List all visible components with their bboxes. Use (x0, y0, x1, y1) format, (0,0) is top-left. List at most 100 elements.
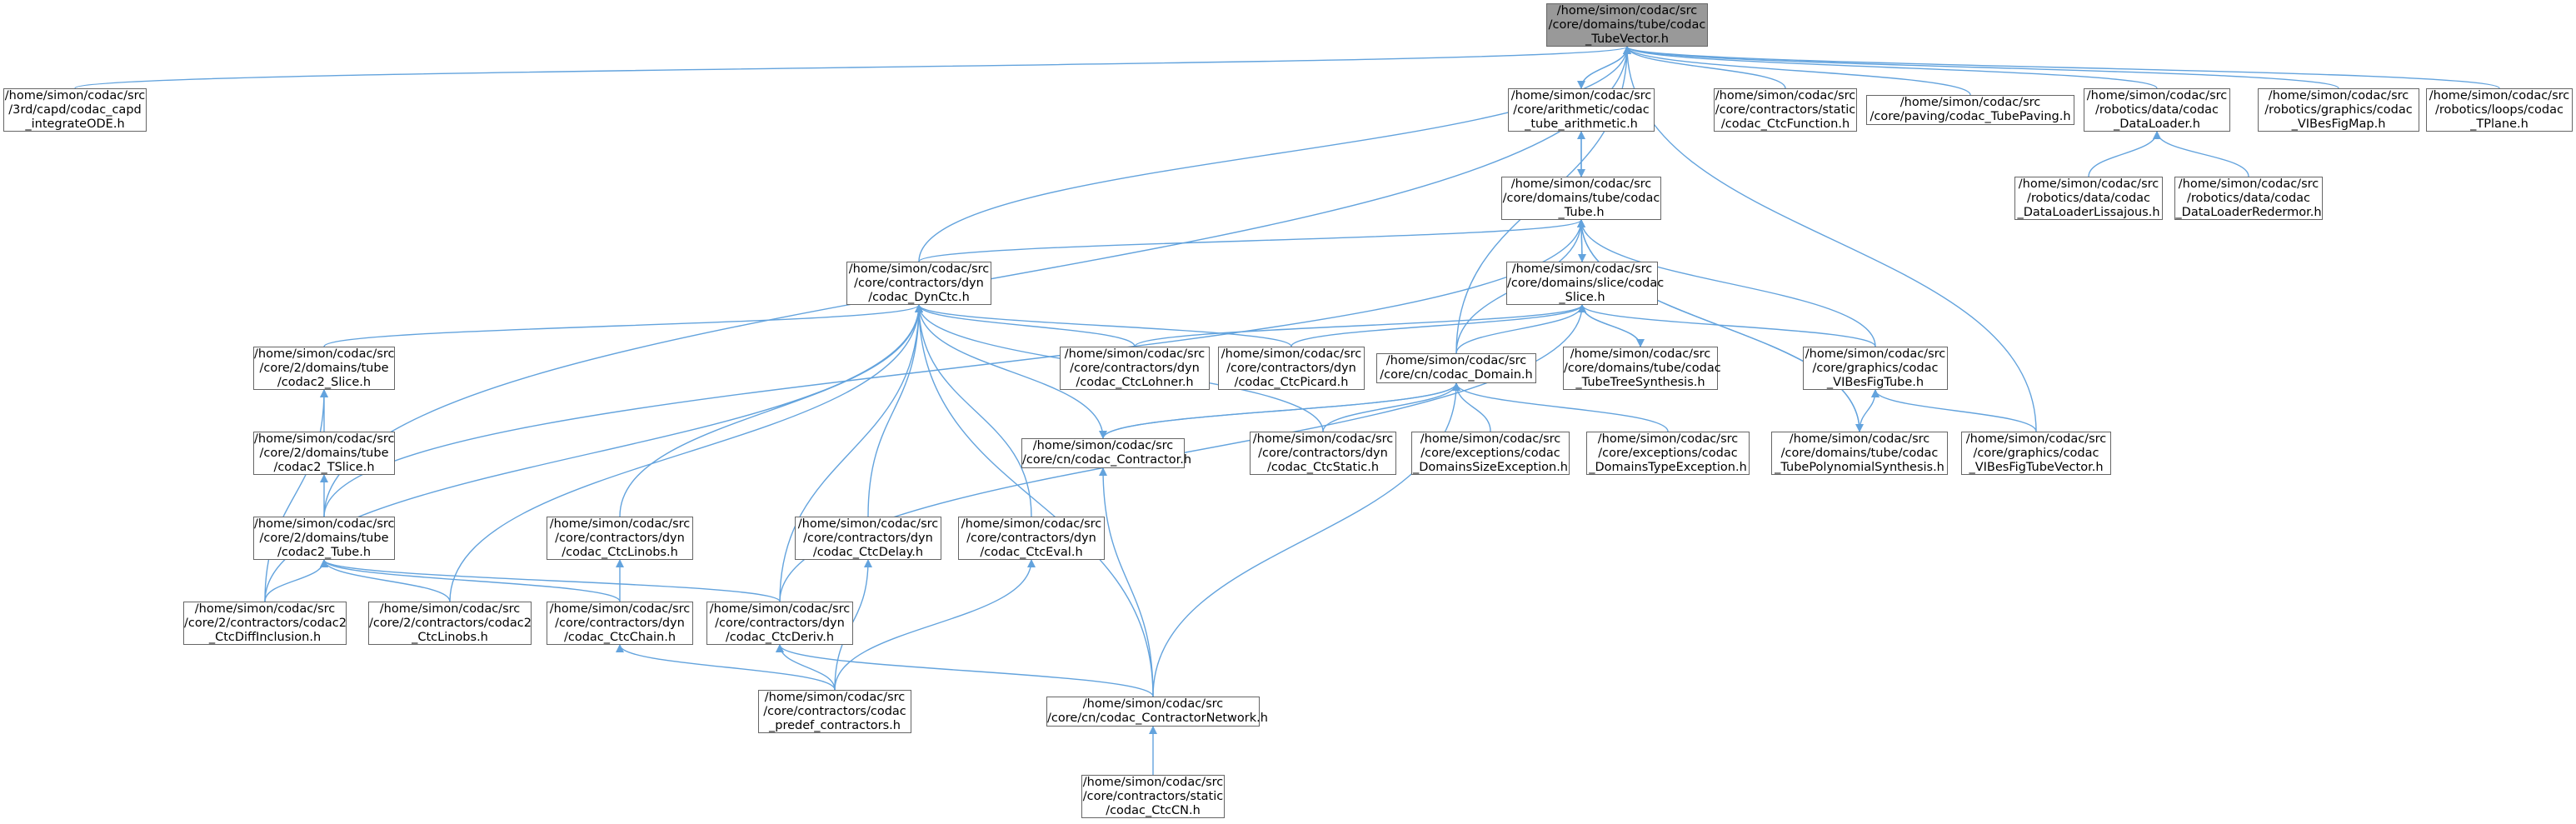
node-ctclohner-header[interactable]: /home/simon/codac/src /core/contractors/… (1060, 347, 1210, 390)
node-line-3: _Slice.h (1559, 290, 1605, 304)
node-line-3: _DomainsTypeException.h (1589, 460, 1747, 474)
node-line-2: /core/contractors/dyn (803, 531, 933, 545)
node-line-1: /home/simon/codac/src (1965, 432, 2107, 446)
node-line-1: /home/simon/codac/src (1570, 347, 1711, 361)
edge-ctcdelay-to-dynctc (867, 304, 923, 517)
edge-tubepaving-to-tubevector (1623, 46, 1971, 96)
edge-polysynth-to-vibesfigtube (1859, 389, 1880, 432)
node-line-1: /home/simon/codac/src (1597, 432, 1739, 446)
node-codac2-slice-header[interactable]: /home/simon/codac/src /core/2/domains/tu… (253, 347, 395, 390)
node-line-3: _VIBesFigTube.h (1826, 375, 1925, 389)
node-domain-header[interactable]: /home/simon/codac/src /core/cn/codac_Dom… (1376, 353, 1536, 383)
node-line-1: /home/simon/codac/src (1511, 262, 1653, 276)
edge-ctcpicard-to-slice (1290, 304, 1586, 347)
node-slice-header[interactable]: /home/simon/codac/src /core/domains/slic… (1506, 262, 1664, 305)
node-line-1: /home/simon/codac/src (961, 517, 1102, 531)
node-c2linobs-header[interactable]: /home/simon/codac/src /core/2/contractor… (368, 602, 532, 645)
node-typeexc-header[interactable]: /home/simon/codac/src /core/exceptions/c… (1586, 432, 1750, 475)
node-ctceval-header[interactable]: /home/simon/codac/src /core/contractors/… (958, 517, 1105, 560)
node-line-3: _CtcDiffInclusion.h (208, 630, 322, 644)
edge-vibesfigtube-to-tube (1577, 219, 1876, 347)
node-line-2: /robotics/data/codac (2094, 102, 2219, 117)
edge-vibesfigmap-to-tubevector (1623, 46, 2339, 89)
node-line-2: /core/2/contractors/codac2 (369, 616, 532, 630)
node-dynctc-header[interactable]: /home/simon/codac/src /core/contractors/… (846, 262, 991, 305)
node-ctcfunction-header[interactable]: /home/simon/codac/src /core/contractors/… (1714, 88, 1857, 132)
edge-vibesfigtube-to-slice (1578, 304, 1876, 347)
node-treesynth-header[interactable]: /home/simon/codac/src /core/domains/tube… (1563, 347, 1721, 390)
node-vibesfigtube-header[interactable]: /home/simon/codac/src /core/graphics/cod… (1803, 347, 1948, 390)
node-line-1: /home/simon/codac/src (549, 517, 691, 531)
node-codac2-tube-header[interactable]: /home/simon/codac/src /core/2/domains/tu… (253, 517, 395, 560)
edge-tplane-to-tubevector (1623, 46, 2500, 89)
node-redermor-header[interactable]: /home/simon/codac/src /robotics/data/cod… (2174, 177, 2323, 220)
node-line-2: /core/2/domains/tube (259, 531, 389, 545)
node-line-1: /home/simon/codac/src (764, 690, 906, 704)
node-line-3: /codac2_Tube.h (277, 545, 372, 559)
edge-c2linobs-to-codac2_tube (320, 559, 451, 602)
node-line-3: _TubeVector.h (1585, 32, 1669, 46)
node-line-2: /core/domains/tube/codac (1564, 361, 1721, 375)
node-line-2: /core/contractors/dyn (1226, 361, 1356, 375)
node-integrateode-header[interactable]: /home/simon/codac/src /3rd/capd/codac_ca… (3, 88, 147, 132)
node-ctclinobs-header[interactable]: /home/simon/codac/src /core/contractors/… (547, 517, 693, 560)
node-line-1: /home/simon/codac/src (1420, 432, 1561, 446)
node-line-3: /codac_CtcDeriv.h (725, 630, 835, 644)
edge-ctclohner-to-dynctc (915, 304, 1136, 347)
edge-domain-to-contractor (1099, 382, 1457, 439)
node-line-1: /home/simon/codac/src (1064, 347, 1206, 361)
node-ctcchain-header[interactable]: /home/simon/codac/src /core/contractors/… (547, 602, 693, 645)
node-line-2: /core/2/contractors/codac2 (184, 616, 347, 630)
edge-domain-to-slice (1455, 304, 1586, 354)
edge-contractor-to-dynctc (915, 304, 1104, 439)
node-predef-header[interactable]: /home/simon/codac/src /core/contractors/… (758, 690, 911, 733)
edge-ctclinobs-to-dynctc (619, 304, 923, 517)
node-dataloader-header[interactable]: /home/simon/codac/src /robotics/data/cod… (2084, 88, 2230, 132)
node-line-1: /home/simon/codac/src (2018, 177, 2159, 191)
node-line-2: /core/contractors/codac (763, 704, 906, 718)
node-ctccn-header[interactable]: /home/simon/codac/src /core/contractors/… (1081, 775, 1225, 818)
edge-ctcfunction-to-tubevector (1623, 46, 1786, 89)
node-sizeexc-header[interactable]: /home/simon/codac/src /core/exceptions/c… (1411, 432, 1570, 475)
node-line-2: /robotics/data/codac (2186, 191, 2311, 205)
node-ctcderiv-header[interactable]: /home/simon/codac/src /core/contractors/… (706, 602, 853, 645)
node-line-3: /codac_CtcCN.h (1106, 803, 1201, 817)
node-contractor-header[interactable]: /home/simon/codac/src /core/cn/codac_Con… (1021, 438, 1191, 468)
node-line-2: /core/cn/codac_Domain.h (1380, 368, 1533, 382)
node-vibesfigmap-header[interactable]: /home/simon/codac/src /robotics/graphics… (2258, 88, 2419, 132)
node-line-3: _DataLoaderRedermor.h (2175, 205, 2322, 219)
node-line-3: /codac_CtcDelay.h (812, 545, 924, 559)
edge-vibesfigtv-to-vibesfigtube (1871, 389, 2037, 432)
node-ctcpicard-header[interactable]: /home/simon/codac/src /core/contractors/… (1218, 347, 1365, 390)
node-cnetwork-header[interactable]: /home/simon/codac/src /core/cn/codac_Con… (1046, 697, 1268, 727)
edge-tube-to-polysynth (1580, 219, 1864, 432)
node-line-3: /codac_CtcLinobs.h (562, 545, 678, 559)
node-diffincl-header[interactable]: /home/simon/codac/src /core/2/contractor… (183, 602, 347, 645)
edge-dynctc-to-tubevector (918, 46, 1631, 262)
node-line-1: /home/simon/codac/src (1082, 697, 1224, 711)
edge-typeexc-to-domain (1452, 382, 1669, 432)
node-lissajous-header[interactable]: /home/simon/codac/src /robotics/data/cod… (2014, 177, 2163, 220)
node-vibesfigtv-header[interactable]: /home/simon/codac/src /core/graphics/cod… (1961, 432, 2111, 475)
node-line-1: /home/simon/codac/src (1789, 432, 1930, 446)
edge-ctclohner-to-slice (1134, 304, 1586, 347)
node-codac2-tslice-header[interactable]: /home/simon/codac/src /core/2/domains/tu… (253, 432, 395, 475)
edge-sizeexc-to-domain (1452, 382, 1491, 432)
node-tube-arithmetic-header[interactable]: /home/simon/codac/src /core/arithmetic/c… (1508, 88, 1655, 132)
edge-cnetwork-to-contractor (1099, 467, 1154, 697)
node-tube-header[interactable]: /home/simon/codac/src /core/domains/tube… (1501, 177, 1661, 220)
node-polysynth-header[interactable]: /home/simon/codac/src /core/domains/tube… (1771, 432, 1948, 475)
node-tplane-header[interactable]: /home/simon/codac/src /robotics/loops/co… (2426, 88, 2573, 132)
node-line-1: /home/simon/codac/src (2086, 88, 2228, 102)
node-line-2: /core/graphics/codac (1973, 446, 2099, 460)
node-line-1: /home/simon/codac/src (254, 517, 395, 531)
node-line-2: /core/contractors/dyn (715, 616, 845, 630)
node-tubepaving-header[interactable]: /home/simon/codac/src /core/paving/codac… (1866, 95, 2074, 125)
node-line-3: _integrateODE.h (25, 117, 125, 131)
node-line-2: /core/2/domains/tube (259, 361, 389, 375)
node-line-1: /home/simon/codac/src (1805, 347, 1946, 361)
edge-ctceval-to-dynctc (915, 304, 1032, 517)
node-ctcdelay-header[interactable]: /home/simon/codac/src /core/contractors/… (795, 517, 941, 560)
node-ctcstatic-header[interactable]: /home/simon/codac/src /core/contractors/… (1250, 432, 1396, 475)
node-line-1: /home/simon/codac/src (379, 602, 521, 616)
